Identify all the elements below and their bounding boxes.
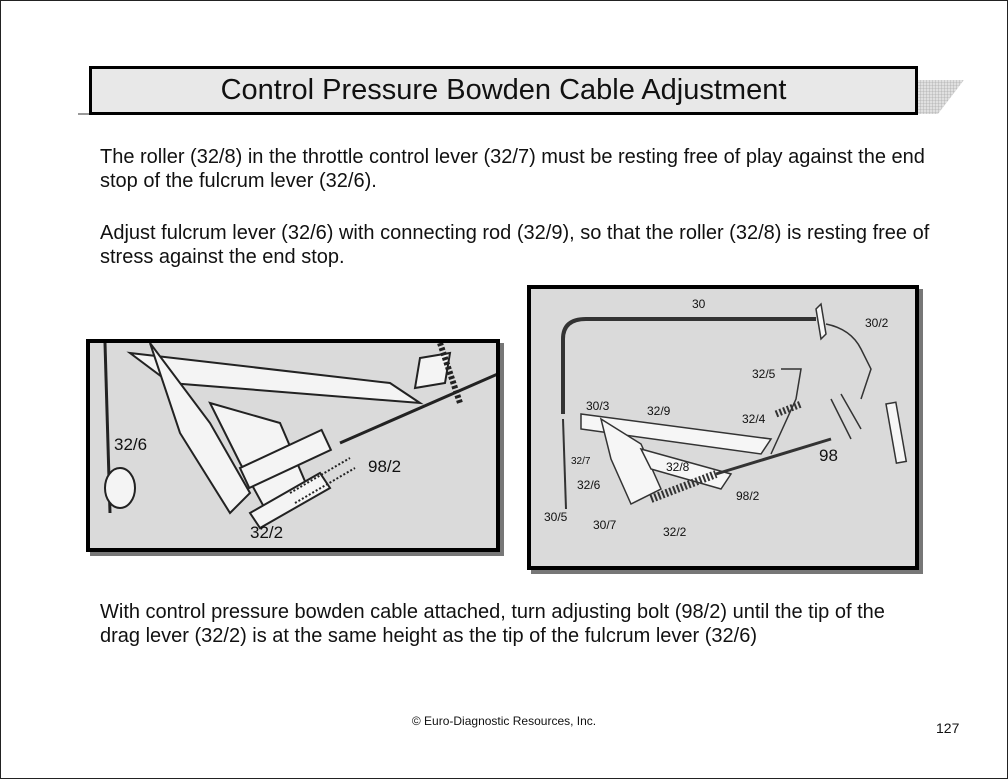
title-shadow-decoration [918,80,964,114]
right-label-32-4: 32/4 [742,412,766,426]
right-label-32-8: 32/8 [666,460,690,474]
right-label-32-9: 32/9 [647,404,671,418]
right-label-32-6: 32/6 [577,478,601,492]
left-linkage-drawing [103,343,496,530]
right-label-30-3: 30/3 [586,399,610,413]
right-label-32-5: 32/5 [752,367,776,381]
right-label-30-7: 30/7 [593,518,617,532]
title-rule [78,113,92,115]
paragraph-adjust-bolt: With control pressure bowden cable attac… [100,601,885,647]
left-label-32-2: 32/2 [250,523,284,542]
right-label-30-5: 30/5 [544,510,568,524]
right-label-32-7: 32/7 [571,456,591,467]
slide-title: Control Pressure Bowden Cable Adjustment [89,66,918,115]
page-number: 127 [936,720,960,736]
copyright-footer: © Euro-Diagnostic Resources, Inc. [411,714,597,728]
right-diagram-drawing: 30 30/2 32/5 30/3 32/9 32/4 98 32/7 32/8… [527,285,919,570]
left-label-98-2: 98/2 [368,457,402,476]
right-label-98-2: 98/2 [736,489,760,503]
right-label-32-2: 32/2 [663,525,687,539]
paragraph-adjust-fulcrum: Adjust fulcrum lever (32/6) with connect… [100,222,930,268]
right-label-98: 98 [819,446,838,465]
right-label-30-2: 30/2 [865,316,889,330]
paragraph-roller: The roller (32/8) in the throttle contro… [100,146,925,192]
right-linkage-drawing [561,302,908,510]
left-label-32-6: 32/6 [114,435,148,454]
left-diagram-photo: 32/6 98/2 32/2 [86,339,500,552]
right-label-30: 30 [692,297,706,311]
